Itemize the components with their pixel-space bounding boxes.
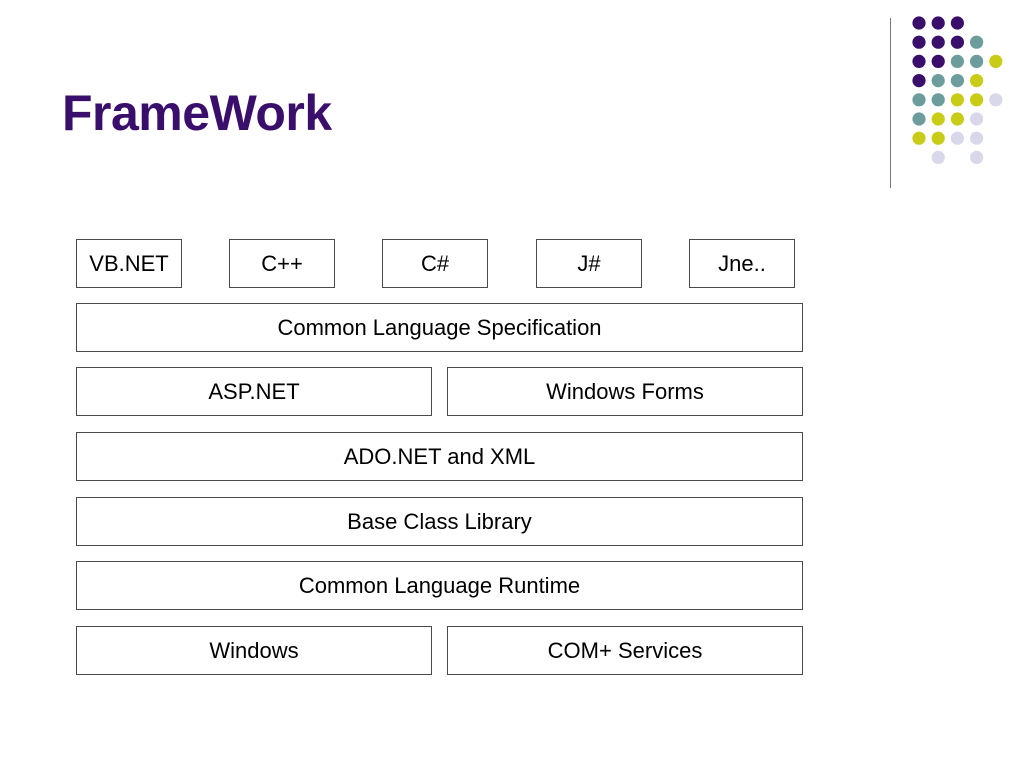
- decorative-dot-grid: [912, 16, 1003, 164]
- decorative-dot: [931, 35, 945, 49]
- divider-line: [890, 18, 891, 188]
- decorative-dot: [931, 112, 945, 126]
- decorative-dot: [970, 54, 984, 68]
- decorative-dot: [970, 74, 984, 88]
- decorative-dot: [970, 35, 984, 49]
- bcl-box: Base Class Library: [76, 497, 803, 546]
- windows-box: Windows: [76, 626, 432, 675]
- decorative-dot: [950, 112, 965, 126]
- windows-forms-box: Windows Forms: [447, 367, 803, 416]
- decorative-dot: [970, 93, 984, 107]
- decorative-dot: [970, 131, 984, 145]
- decorative-dot: [912, 93, 926, 107]
- lang-box-cpp: C++: [229, 239, 335, 288]
- slide-title: FrameWork: [62, 85, 332, 141]
- decorative-dot: [931, 74, 945, 88]
- decorative-dot: [931, 16, 945, 30]
- decorative-dot: [912, 16, 926, 30]
- cls-box: Common Language Specification: [76, 303, 803, 352]
- decorative-dot: [931, 93, 945, 107]
- decorative-dot: [989, 54, 1003, 68]
- lang-box-csharp: C#: [382, 239, 488, 288]
- decorative-dot: [989, 93, 1003, 107]
- clr-box: Common Language Runtime: [76, 561, 803, 610]
- ado-xml-box: ADO.NET and XML: [76, 432, 803, 481]
- aspnet-box: ASP.NET: [76, 367, 432, 416]
- lang-box-jne: Jne..: [689, 239, 795, 288]
- decorative-dot: [931, 150, 945, 164]
- decorative-dot: [912, 112, 926, 126]
- decorative-dot: [912, 54, 926, 68]
- decorative-dot: [950, 131, 965, 145]
- decorative-dot: [970, 150, 984, 164]
- decorative-dot: [912, 131, 926, 145]
- decorative-dot: [950, 35, 965, 49]
- lang-box-jsharp: J#: [536, 239, 642, 288]
- decorative-dot: [950, 54, 965, 68]
- decorative-dot: [931, 131, 945, 145]
- lang-box-vbnet: VB.NET: [76, 239, 182, 288]
- decorative-dot: [950, 16, 965, 30]
- decorative-dot: [931, 54, 945, 68]
- decorative-dot: [950, 74, 965, 88]
- decorative-dot: [912, 35, 926, 49]
- com-services-box: COM+ Services: [447, 626, 803, 675]
- decorative-dot: [970, 112, 984, 126]
- decorative-dot: [912, 74, 926, 88]
- decorative-dot: [950, 93, 965, 107]
